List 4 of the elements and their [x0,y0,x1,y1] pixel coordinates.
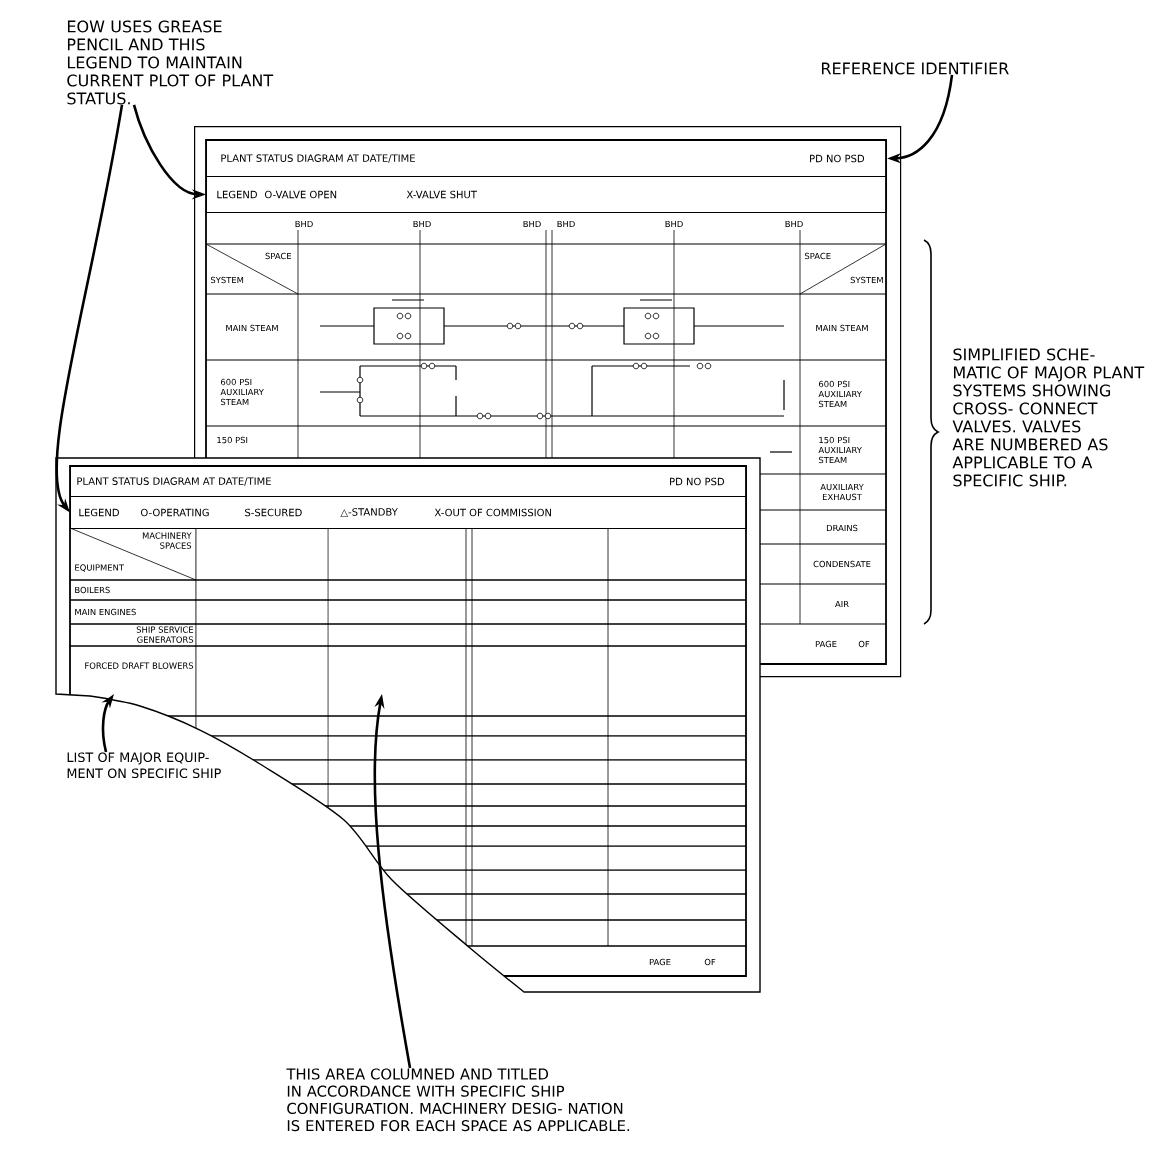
callout-text: EOW USES GREASE PENCIL AND THIS LEGEND TO MAINTAIN CURRENT PLOT OF PLANT STATUS. [67,20,274,105]
callout-text: REFERENCE IDENTIFIER [822,62,1009,75]
form-sheet [55,457,761,993]
annotation-text: SIMPLIFIED SCHE- MATIC OF MAJOR PLANT SYSTEMS SHOWING CROSS- CONNECT VALVES. VALVES ARE NUMBERED AS APPLICABLE TO A SPECIFIC SHIP. [952,348,1145,487]
